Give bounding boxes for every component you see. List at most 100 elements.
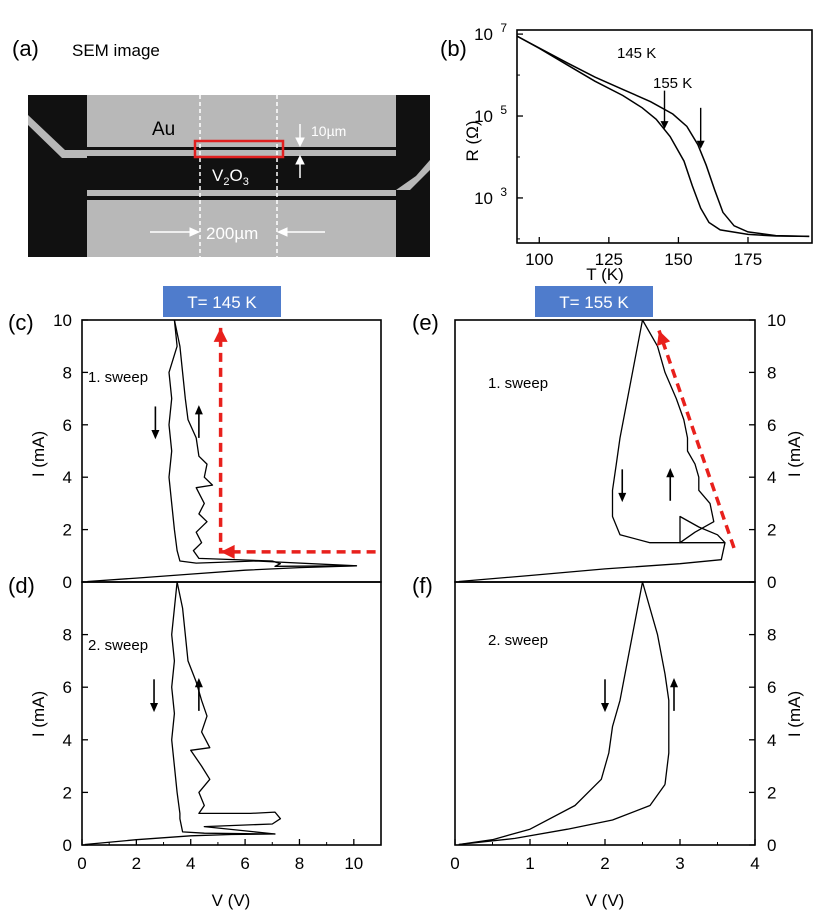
red-dashed-arrow-c bbox=[218, 327, 376, 554]
x-tick-label-f-3: 3 bbox=[675, 854, 684, 873]
red-dashed-arrow-e bbox=[657, 329, 736, 549]
panel-d-y-axis-label: I (mA) bbox=[29, 691, 48, 737]
series-f-0 bbox=[458, 784, 666, 846]
series-f-1 bbox=[458, 581, 670, 846]
y-tick-label-f-1: 2 bbox=[767, 783, 776, 802]
panel-label-f: (f) bbox=[412, 573, 433, 598]
sem-highlight-box bbox=[193, 139, 285, 159]
y-tick-label-d-3: 6 bbox=[63, 678, 72, 697]
series-b-1 bbox=[516, 35, 810, 238]
x-tick-label-b-0: 100 bbox=[525, 250, 553, 269]
y-tick-label-d-0: 0 bbox=[63, 836, 72, 855]
sem-au-label: Au bbox=[152, 119, 175, 140]
y-tick-label-b-0: 10 bbox=[474, 189, 493, 208]
panel-label-b: (b) bbox=[440, 36, 467, 61]
sem-left-lead bbox=[28, 115, 87, 158]
y-tick-label-c-5: 10 bbox=[53, 311, 72, 330]
sem-width-label: 200µm bbox=[206, 224, 258, 243]
x-tick-label-d-1: 2 bbox=[132, 854, 141, 873]
y-tick-label-b-1: 10 bbox=[474, 107, 493, 126]
panel-c-frame bbox=[81, 319, 382, 583]
y-tick-label-e-0: 0 bbox=[767, 573, 776, 592]
annotation-145k: 145 K bbox=[617, 45, 656, 62]
temp-label-155: T= 155 K bbox=[559, 293, 629, 312]
panel-label-c: (c) bbox=[8, 310, 34, 335]
sweep-down-arrow-e bbox=[618, 469, 627, 503]
x-tick-label-d-5: 10 bbox=[344, 854, 363, 873]
y-tick-label-e-3: 6 bbox=[767, 416, 776, 435]
x-tick-label-d-2: 4 bbox=[186, 854, 195, 873]
x-tick-label-d-0: 0 bbox=[77, 854, 86, 873]
y-tick-label-f-0: 0 bbox=[767, 836, 776, 855]
panel-label-d: (d) bbox=[8, 573, 35, 598]
sem-width-arrows bbox=[150, 227, 325, 237]
y-tick-label-e-4: 8 bbox=[767, 363, 776, 382]
y-tick-label-d-1: 2 bbox=[63, 783, 72, 802]
panel-b-y-axis-label: R (Ω) bbox=[463, 120, 482, 161]
x-tick-label-b-1: 125 bbox=[595, 250, 623, 269]
sweep-up-arrow-e bbox=[666, 468, 675, 501]
panel-f-sweep-label: 2. sweep bbox=[488, 632, 548, 649]
sem-top-strip bbox=[87, 150, 396, 156]
x-tick-label-f-2: 2 bbox=[600, 854, 609, 873]
x-tick-label-b-2: 150 bbox=[664, 250, 692, 269]
sem-title: SEM image bbox=[72, 41, 160, 60]
y-tick-label-d-4: 8 bbox=[63, 626, 72, 645]
y-tick-label-f-4: 8 bbox=[767, 626, 776, 645]
panel-c-sweep-label: 1. sweep bbox=[88, 369, 148, 386]
panel-f-iv-chart: 2. sweep I (mA) V (V) 0 2 4 6 8 0 1 2 3 4 bbox=[450, 581, 804, 910]
panel-f-x-axis-label: V (V) bbox=[586, 891, 625, 910]
sem-bottom-electrode bbox=[87, 200, 396, 257]
sem-bottom-strip bbox=[87, 190, 396, 196]
sem-gap-arrows bbox=[295, 124, 305, 178]
panel-e-y-axis-label: I (mA) bbox=[785, 431, 804, 477]
annotation-155k: 155 K bbox=[653, 75, 692, 92]
x-tick-label-d-4: 8 bbox=[295, 854, 304, 873]
y-tick-exp-b-0: 3 bbox=[500, 185, 507, 199]
series-d-0 bbox=[84, 581, 276, 846]
x-tick-label-f-1: 1 bbox=[525, 854, 534, 873]
y-tick-exp-b-1: 5 bbox=[500, 103, 507, 117]
panel-b-x-axis-label: T (K) bbox=[586, 265, 623, 284]
red-arrowhead-c-1 bbox=[213, 327, 228, 342]
y-tick-label-c-1: 2 bbox=[63, 521, 72, 540]
y-tick-label-f-2: 4 bbox=[767, 731, 776, 750]
sweep-up-arrow-c bbox=[194, 405, 203, 438]
temp-label-145: T= 145 K bbox=[187, 293, 257, 312]
sweep-down-arrow-c bbox=[151, 406, 160, 440]
panel-label-a: (a) bbox=[12, 36, 39, 61]
y-tick-label-e-1: 2 bbox=[767, 521, 776, 540]
sweep-up-arrow-f bbox=[670, 677, 678, 711]
y-tick-label-b-2: 10 bbox=[474, 25, 493, 44]
x-tick-label-b-3: 175 bbox=[734, 250, 762, 269]
panel-f-y-axis-label: I (mA) bbox=[785, 691, 804, 737]
series-b-0 bbox=[516, 35, 810, 238]
x-tick-label-d-3: 6 bbox=[240, 854, 249, 873]
panel-d-x-axis-label: V (V) bbox=[212, 891, 251, 910]
panel-e-sweep-label: 1. sweep bbox=[488, 375, 548, 392]
sem-right-lead bbox=[396, 160, 430, 190]
sweep-down-arrow-f bbox=[601, 679, 609, 713]
sem-image: Au V2O3 10µm 200µm bbox=[28, 95, 430, 257]
sweep-up-arrow-d bbox=[194, 677, 203, 711]
red-arrowhead-c-0 bbox=[220, 544, 235, 559]
red-arrowhead-e-0 bbox=[656, 330, 671, 346]
sem-top-electrode bbox=[87, 95, 396, 147]
sem-gap-label: 10µm bbox=[311, 123, 346, 139]
y-tick-label-f-3: 6 bbox=[767, 678, 776, 697]
panel-c-y-axis-label: I (mA) bbox=[29, 431, 48, 477]
series-d-1 bbox=[176, 581, 282, 835]
x-tick-label-f-0: 0 bbox=[450, 854, 459, 873]
series-c-1 bbox=[173, 319, 357, 567]
panel-f-frame bbox=[454, 581, 756, 846]
x-tick-label-f-4: 4 bbox=[750, 854, 759, 873]
panel-b-frame bbox=[516, 29, 813, 244]
series-e-1 bbox=[641, 319, 726, 544]
y-tick-label-c-4: 8 bbox=[63, 363, 72, 382]
temp-box-145 bbox=[163, 286, 281, 317]
